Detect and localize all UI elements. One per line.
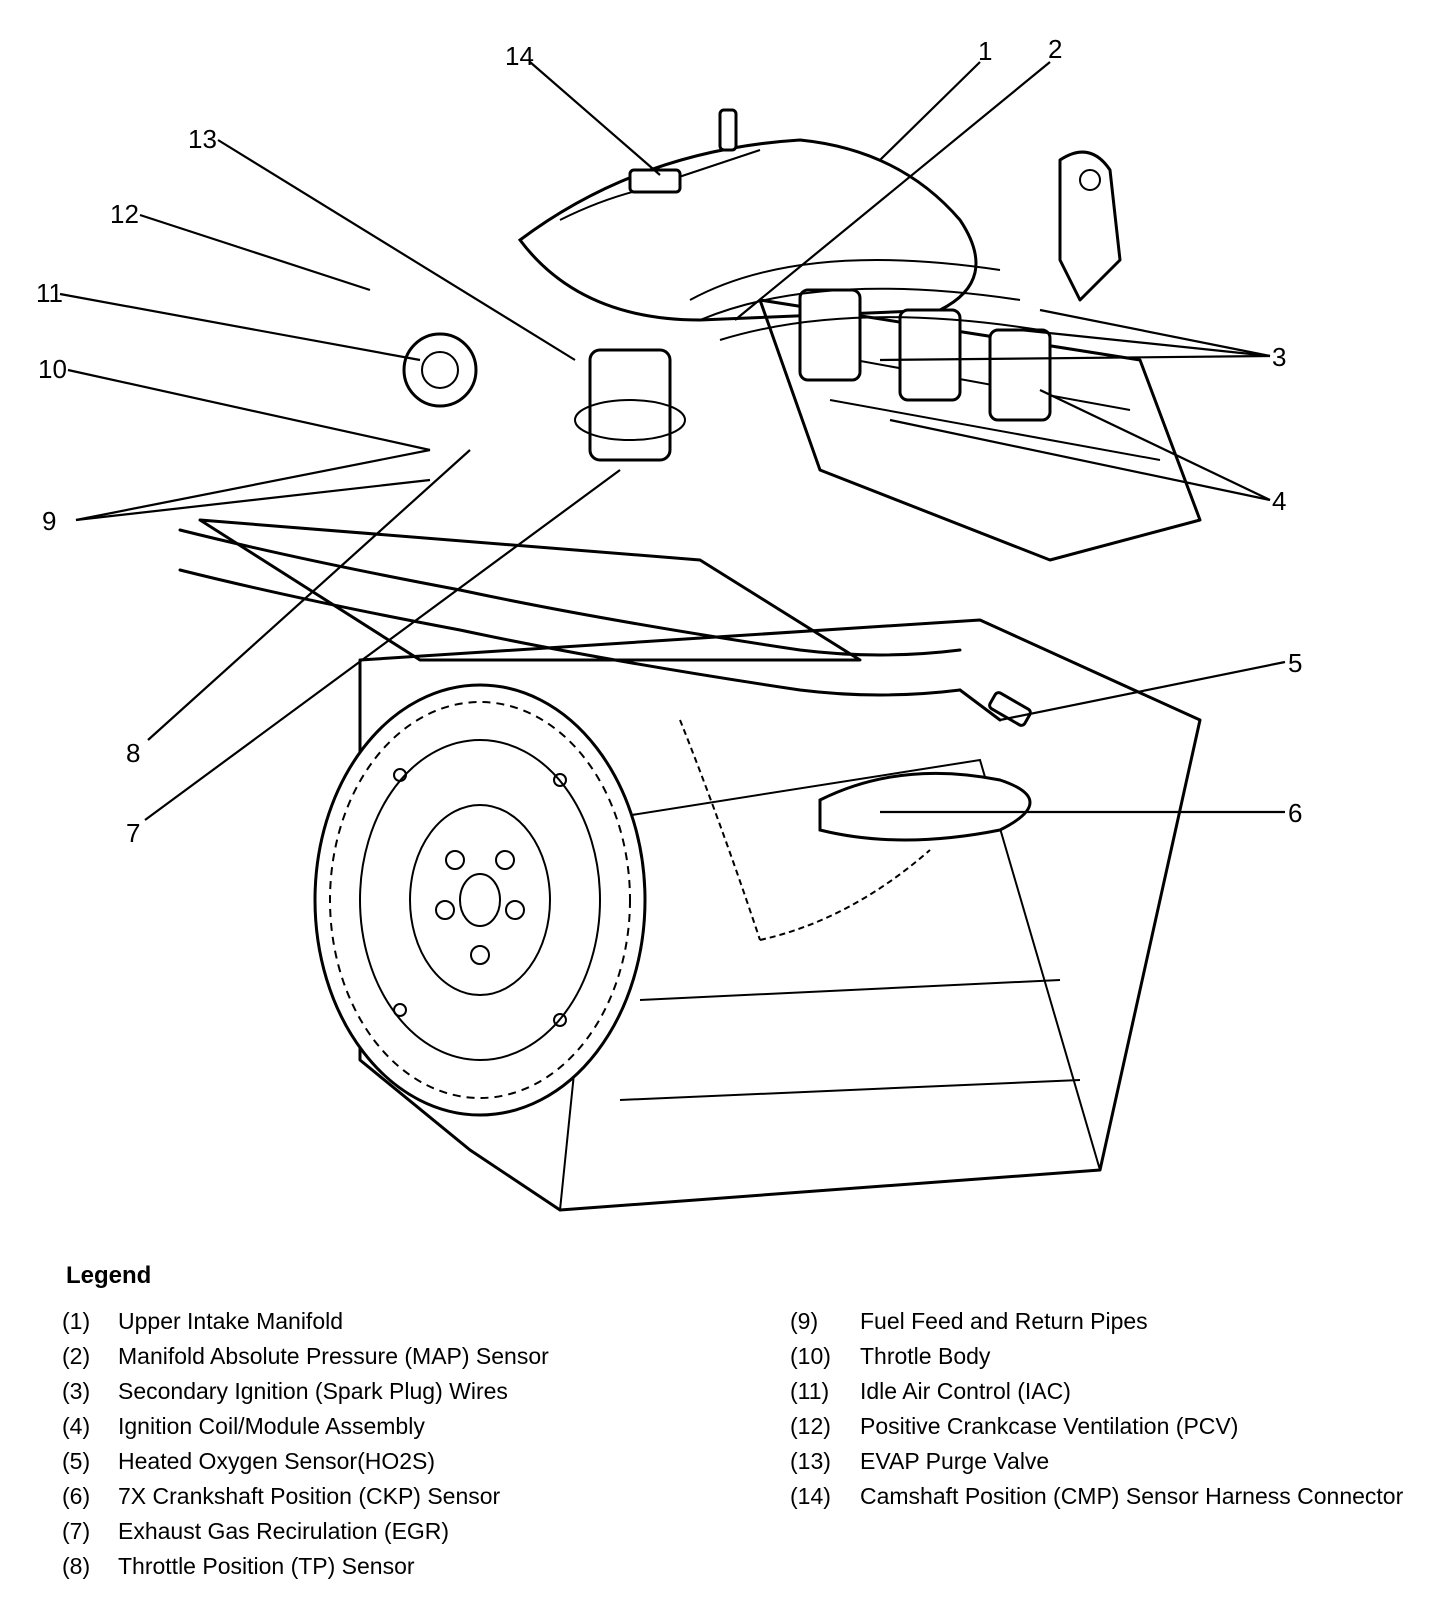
legend-item-number: (7) xyxy=(62,1518,91,1544)
legend-item-label: Positive Crankcase Ventilation (PCV) xyxy=(860,1413,1239,1439)
engine-diagram: 1 2 3 4 5 6 7 8 9 10 11 12 13 14 xyxy=(36,34,1302,1212)
legend-item-label: Fuel Feed and Return Pipes xyxy=(860,1308,1148,1334)
legend-item: (14) Camshaft Position (CMP) Sensor Harne… xyxy=(790,1479,1430,1514)
legend-item-number: (12) xyxy=(790,1413,831,1439)
legend-item-number: (4) xyxy=(62,1413,91,1439)
legend-item: (12) Positive Crankcase Ventilation (PCV) xyxy=(790,1409,1430,1444)
callout-7: 7 xyxy=(126,818,140,848)
legend-item-label: Heated Oxygen Sensor(HO2S) xyxy=(118,1448,436,1474)
legend-item-number: (2) xyxy=(62,1343,91,1369)
leader-lines xyxy=(59,61,1286,821)
legend-item: (3) Secondary Ignition (Spark Plug) Wires xyxy=(62,1374,722,1409)
legend-item-label: EVAP Purge Valve xyxy=(860,1448,1050,1474)
callout-11: 11 xyxy=(36,278,63,308)
legend-item: (10) Throtle Body xyxy=(790,1339,1430,1374)
legend-item-number: (8) xyxy=(62,1553,91,1579)
callout-10: 10 xyxy=(38,354,67,384)
legend-item-number: (14) xyxy=(790,1483,831,1509)
callout-3: 3 xyxy=(1272,342,1286,372)
legend-item-label: Upper Intake Manifold xyxy=(118,1308,344,1334)
legend-item-number: (3) xyxy=(62,1378,91,1404)
legend-item: (7) Exhaust Gas Recirulation (EGR) xyxy=(62,1514,722,1549)
callout-4: 4 xyxy=(1272,486,1286,516)
legend-item: (4) Ignition Coil/Module Assembly xyxy=(62,1409,722,1444)
legend-item: (8) Throttle Position (TP) Sensor xyxy=(62,1549,722,1584)
callout-12: 12 xyxy=(110,199,139,229)
legend-left-column: (1) Upper Intake Manifold (2) Manifold Abs… xyxy=(62,1304,722,1584)
legend-item: (9) Fuel Feed and Return Pipes xyxy=(790,1304,1430,1339)
callout-5: 5 xyxy=(1288,648,1302,678)
legend-item-label: Secondary Ignition (Spark Plug) Wires xyxy=(118,1378,508,1404)
legend-item: (2) Manifold Absolute Pressure (MAP) Sens… xyxy=(62,1339,722,1374)
legend-item-label: Ignition Coil/Module Assembly xyxy=(118,1413,425,1439)
legend-item-label: Throtle Body xyxy=(860,1343,991,1369)
legend-item-label: Idle Air Control (IAC) xyxy=(860,1378,1071,1404)
legend-title: Legend xyxy=(66,1262,152,1289)
legend-item-number: (1) xyxy=(62,1308,91,1334)
callout-6: 6 xyxy=(1288,798,1302,828)
callout-13: 13 xyxy=(188,124,217,154)
legend-item: (11) Idle Air Control (IAC) xyxy=(790,1374,1430,1409)
legend-item: (6) 7X Crankshaft Position (CKP) Sensor xyxy=(62,1479,722,1514)
legend-item-number: (9) xyxy=(790,1308,819,1334)
legend-item-number: (10) xyxy=(790,1343,831,1369)
callout-1: 1 xyxy=(978,36,992,66)
legend-item-label: Camshaft Position (CMP) Sensor Harness C… xyxy=(860,1483,1404,1509)
legend-item: (1) Upper Intake Manifold xyxy=(62,1304,722,1339)
callout-9: 9 xyxy=(42,506,56,536)
legend-right-column: (9) Fuel Feed and Return Pipes (10) Throtl… xyxy=(790,1304,1430,1514)
legend-item-label: Throttle Position (TP) Sensor xyxy=(118,1553,415,1579)
callout-2: 2 xyxy=(1048,34,1062,64)
legend-item-label: Manifold Absolute Pressure (MAP) Sensor xyxy=(118,1343,549,1369)
flywheel xyxy=(313,683,647,1117)
engine-illustration xyxy=(178,108,1202,1212)
legend-item-number: (13) xyxy=(790,1448,831,1474)
legend-item-number: (5) xyxy=(62,1448,91,1474)
callout-14: 14 xyxy=(505,41,534,71)
legend-item-number: (6) xyxy=(62,1483,91,1509)
callout-8: 8 xyxy=(126,738,140,768)
legend-item: (13) EVAP Purge Valve xyxy=(790,1444,1430,1479)
legend-item: (5) Heated Oxygen Sensor(HO2S) xyxy=(62,1444,722,1479)
legend-item-number: (11) xyxy=(790,1378,830,1404)
callout-labels: 1 2 3 4 5 6 7 8 9 10 11 12 13 14 xyxy=(36,34,1302,848)
legend-item-label: 7X Crankshaft Position (CKP) Sensor xyxy=(118,1483,501,1509)
legend-item-label: Exhaust Gas Recirulation (EGR) xyxy=(118,1518,450,1544)
